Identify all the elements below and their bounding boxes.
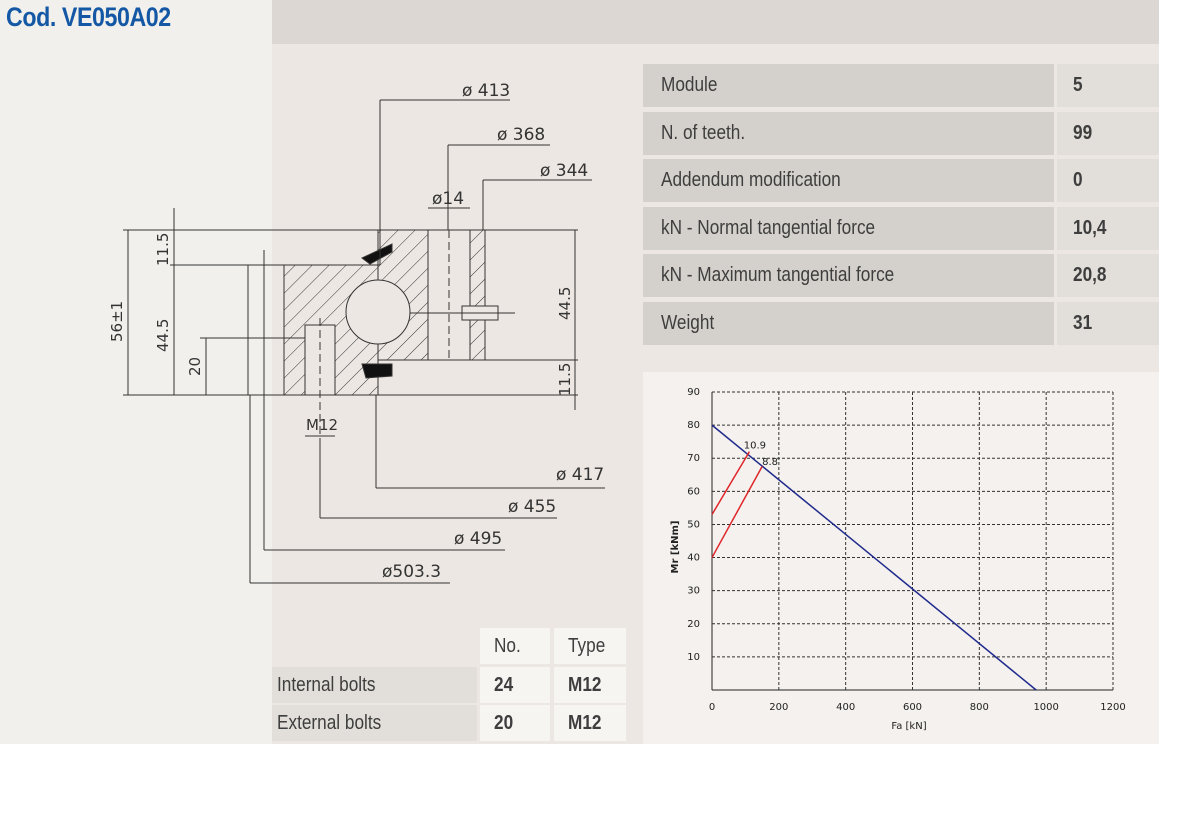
spec-value: 20,8 [1057, 254, 1159, 297]
x-tick-label: 200 [769, 702, 788, 713]
cross-section-drawing: ø 413 ø 368 ø 344 ø14 ø 417 ø 455 ø 495 … [108, 81, 605, 584]
dim-56: 56±1 [108, 301, 126, 342]
spec-value: 0 [1057, 159, 1159, 202]
series-annotation: 10.9 [744, 440, 766, 451]
dim-m12: M12 [306, 416, 338, 434]
spec-value: 10,4 [1057, 206, 1159, 250]
y-tick-label: 70 [687, 453, 700, 464]
spec-row: N. of teeth.99 [643, 111, 1159, 155]
bolt-row-internal-no: 24 [480, 667, 550, 703]
bolt-row-external-type: M12 [554, 705, 626, 741]
x-tick-label: 600 [903, 702, 922, 713]
y-tick-label: 40 [687, 553, 700, 564]
dim-44-5-left: 44.5 [154, 319, 172, 352]
series-line [711, 466, 763, 558]
dim-417: ø 417 [556, 465, 604, 485]
y-tick-label: 60 [687, 486, 700, 497]
x-axis-label: Fa [kN] [891, 721, 926, 732]
dim-11-5-top: 11.5 [154, 233, 172, 266]
dim-44-5-right: 44.5 [556, 287, 574, 320]
bolt-row-internal-label: Internal bolts [272, 667, 477, 703]
spec-value: 31 [1057, 301, 1159, 345]
x-tick-label: 1200 [1100, 702, 1125, 713]
dim-11-5-bottom: 11.5 [556, 363, 574, 396]
left-panel-background [0, 0, 272, 744]
bolt-row-external-label: External bolts [272, 705, 477, 741]
y-tick-label: 10 [687, 652, 700, 663]
series-line [711, 451, 751, 515]
x-tick-label: 400 [836, 702, 855, 713]
dim-14: ø14 [432, 189, 464, 209]
dim-344: ø 344 [540, 161, 588, 181]
y-tick-label: 30 [687, 586, 700, 597]
dim-495: ø 495 [454, 529, 502, 549]
y-tick-label: 90 [687, 387, 700, 398]
series-line [711, 424, 1037, 691]
bolt-row-external-no: 20 [480, 705, 550, 741]
dim-368: ø 368 [497, 125, 545, 145]
spec-label: kN - Maximum tangential force [643, 254, 1054, 297]
dim-455: ø 455 [508, 497, 556, 517]
y-tick-label: 50 [687, 519, 700, 530]
x-tick-label: 800 [970, 702, 989, 713]
x-tick-label: 0 [709, 702, 715, 713]
dim-413: ø 413 [462, 81, 510, 101]
y-tick-label: 20 [687, 619, 700, 630]
spec-label: Addendum modification [643, 159, 1054, 202]
bolt-header-no: No. [480, 628, 550, 664]
spec-label: Module [643, 64, 1054, 107]
x-tick-label: 1000 [1033, 702, 1058, 713]
spec-label: N. of teeth. [643, 111, 1054, 155]
spec-label: kN - Normal tangential force [643, 206, 1054, 250]
dim-20: 20 [186, 357, 204, 376]
bolt-row-internal-type: M12 [554, 667, 626, 703]
spec-label: Weight [643, 301, 1054, 345]
header-bar [272, 0, 1159, 44]
product-code-title: Cod. VE050A02 [6, 2, 171, 32]
series-annotation: 8.8 [762, 457, 778, 468]
spec-value: 99 [1057, 111, 1159, 155]
spec-value: 5 [1057, 64, 1159, 107]
bolt-header-type: Type [554, 628, 626, 664]
y-tick-label: 80 [687, 420, 700, 431]
y-axis-label: Mr [kNm] [670, 521, 681, 574]
dim-503-3: ø503.3 [382, 562, 441, 582]
